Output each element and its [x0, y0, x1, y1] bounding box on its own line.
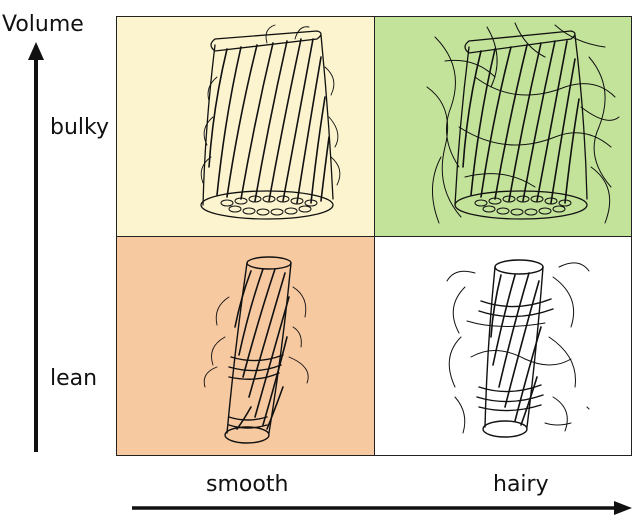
- x-axis-arrowhead: [614, 501, 632, 515]
- cell-lean-smooth: [117, 237, 375, 455]
- y-axis-arrowhead: [28, 42, 44, 60]
- y-label-bulky: bulky: [50, 117, 109, 139]
- cell-lean-hairy: [375, 237, 631, 455]
- y-label-lean: lean: [50, 368, 97, 390]
- x-label-hairy: hairy: [493, 474, 549, 496]
- lean-hairy-yarn-sketch: [375, 237, 631, 455]
- x-label-smooth: smooth: [206, 474, 288, 496]
- lean-smooth-yarn-sketch: [117, 237, 375, 455]
- quadrant-grid: [116, 16, 632, 456]
- bulky-smooth-yarn-sketch: [117, 17, 375, 237]
- y-axis-title: Volume: [2, 14, 84, 36]
- bulky-hairy-yarn-sketch: [375, 17, 631, 237]
- cell-bulky-smooth: [117, 17, 375, 237]
- cell-bulky-hairy: [375, 17, 631, 237]
